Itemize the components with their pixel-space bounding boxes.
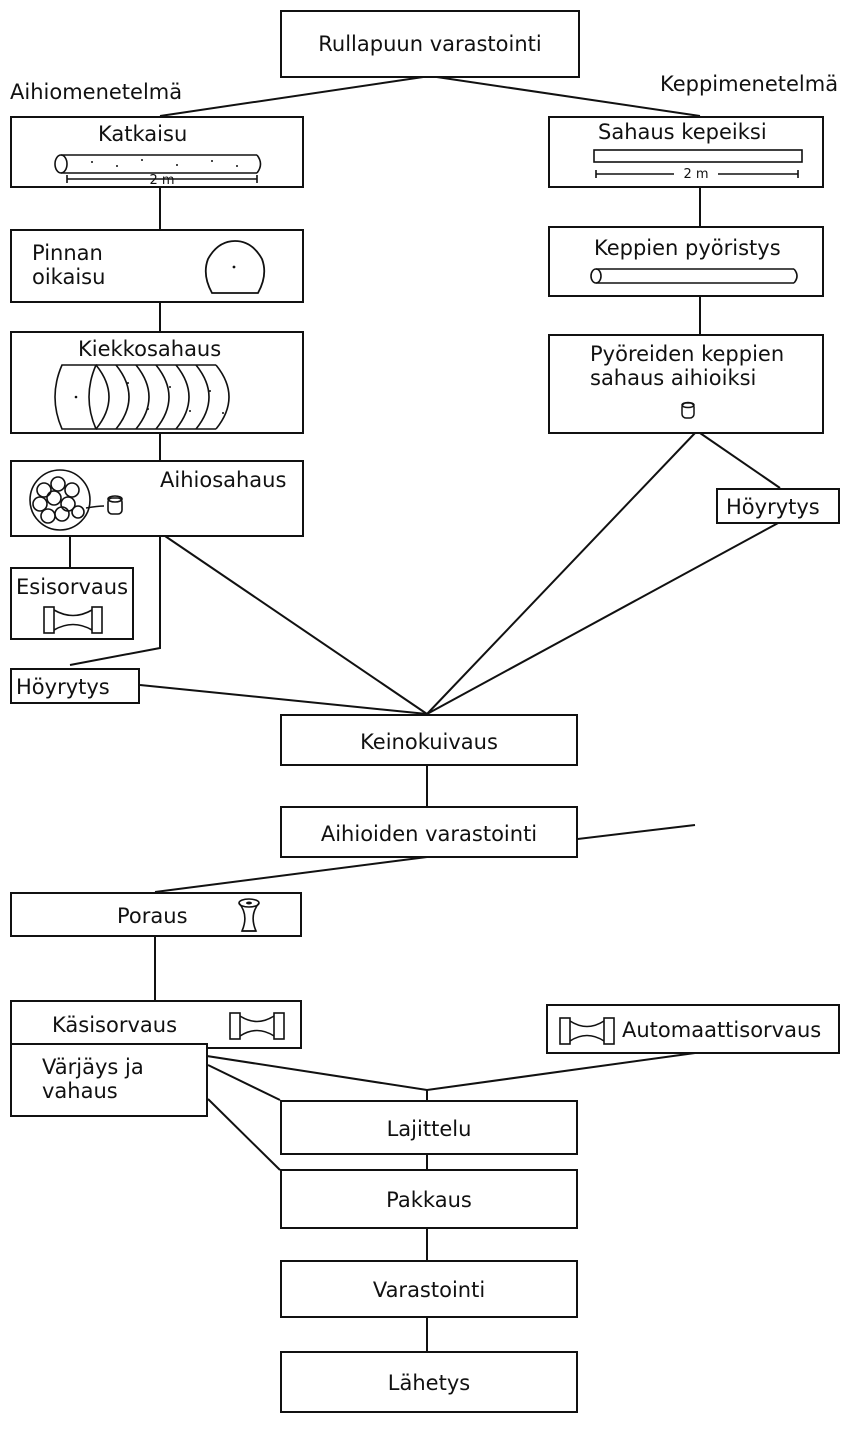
method-label-keppimenetelma: Keppimenetelmä — [660, 72, 839, 96]
node-label: Lähetys — [387, 1371, 471, 1395]
disc-sawing-icon — [54, 364, 230, 430]
label-line-1: Värjäys ja — [42, 1055, 144, 1079]
node-label: Pakkaus — [386, 1188, 472, 1212]
blank-sawing-icon — [29, 469, 123, 531]
node-hoyrytys-right: Höyrytys — [716, 488, 840, 524]
label-line-2: oikaisu — [32, 265, 106, 290]
node-pyoreiden-keppien-sahaus: Pyöreiden keppien sahaus aihioiksi — [548, 334, 824, 434]
node-varjays-ja-vahaus: Värjäys ja vahaus — [10, 1043, 208, 1117]
label-line-2: vahaus — [42, 1079, 118, 1104]
node-lahetys: Lähetys — [280, 1351, 578, 1413]
node-esisorvaus: Esisorvaus — [10, 567, 134, 640]
node-label: Poraus — [117, 904, 188, 928]
spool-icon — [559, 1017, 615, 1045]
label-line-1: Pinnan — [32, 241, 103, 265]
node-label: Pinnan oikaisu — [32, 241, 105, 289]
node-label: Aihiosahaus — [160, 468, 287, 492]
dimension-2m: 2 m — [149, 173, 174, 187]
node-label: Katkaisu — [98, 122, 188, 146]
node-automaattisorvaus: Automaattisorvaus — [546, 1004, 840, 1054]
stick-2m-icon: 2 m — [593, 149, 803, 182]
node-label: Esisorvaus — [16, 575, 129, 599]
node-kiekkosahaus: Kiekkosahaus — [10, 331, 304, 434]
node-katkaisu: Katkaisu 2 m — [10, 116, 304, 188]
node-pakkaus: Pakkaus — [280, 1169, 578, 1229]
node-label: Sahaus kepeiksi — [598, 120, 767, 144]
node-label: Keppien pyöristys — [594, 236, 781, 260]
node-keinokuivaus: Keinokuivaus — [280, 714, 578, 766]
node-hoyrytys-left: Höyrytys — [10, 668, 140, 704]
log-2m-icon: 2 m — [54, 154, 262, 187]
blank-cylinder-icon — [681, 401, 695, 419]
node-label: Rullapuun varastointi — [318, 32, 542, 56]
node-varastointi: Varastointi — [280, 1260, 578, 1318]
node-label: Aihioiden varastointi — [320, 822, 538, 846]
node-label: Varastointi — [372, 1278, 486, 1302]
node-aihiosahaus: Aihiosahaus — [10, 460, 304, 537]
method-label-aihiomenetelma: Aihiomenetelmä — [10, 80, 183, 104]
node-label: Kiekkosahaus — [78, 337, 222, 361]
node-label: Höyrytys — [726, 495, 820, 519]
node-sahaus-kepeiksi: Sahaus kepeiksi 2 m — [548, 116, 824, 188]
node-kasisorvaus: Käsisorvaus — [10, 1000, 302, 1049]
node-rullapuun-varastointi: Rullapuun varastointi — [280, 10, 580, 78]
drilled-blank-icon — [238, 898, 260, 932]
node-label: Automaattisorvaus — [622, 1018, 822, 1042]
node-label: Käsisorvaus — [52, 1013, 178, 1037]
node-label: Keinokuivaus — [360, 730, 498, 754]
node-pinnan-oikaisu: Pinnan oikaisu — [10, 229, 304, 303]
round-stick-icon — [590, 268, 798, 284]
spool-icon — [43, 606, 103, 634]
node-poraus: Poraus — [10, 892, 302, 937]
node-aihioiden-varastointi: Aihioiden varastointi — [280, 806, 578, 858]
node-label: Värjäys ja vahaus — [42, 1055, 144, 1103]
log-cross-section-icon — [204, 240, 266, 294]
label-line-1: Pyöreiden keppien — [590, 342, 785, 366]
node-lajittelu: Lajittelu — [280, 1100, 578, 1155]
node-keppien-pyoristys: Keppien pyöristys — [548, 226, 824, 297]
label-line-2: sahaus aihioiksi — [590, 366, 757, 391]
node-label: Höyrytys — [16, 675, 110, 699]
node-label: Pyöreiden keppien sahaus aihioiksi — [590, 342, 784, 390]
spool-icon — [229, 1012, 285, 1040]
node-label: Lajittelu — [386, 1117, 472, 1141]
dimension-2m: 2 m — [683, 167, 708, 182]
